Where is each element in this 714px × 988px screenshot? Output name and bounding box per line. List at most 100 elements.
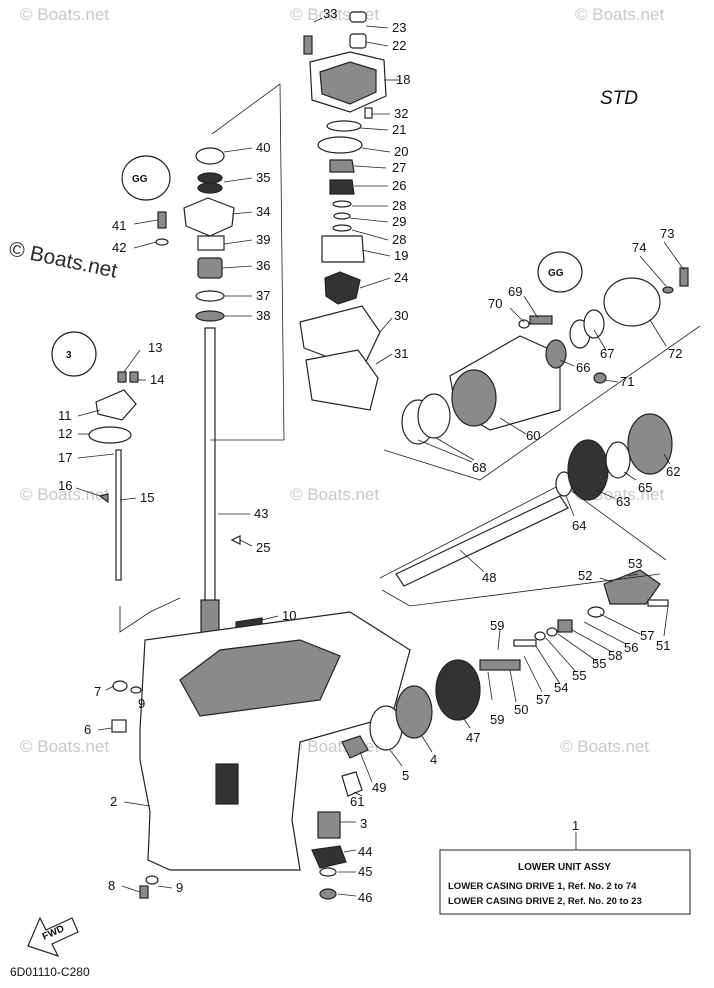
part-gasket — [145, 875, 159, 885]
part-bolt — [529, 315, 553, 325]
leader-line — [379, 317, 393, 333]
leader-line — [545, 637, 577, 673]
callout-label: 31 — [394, 346, 408, 361]
leader-line — [523, 655, 543, 693]
callout-label: 67 — [600, 346, 614, 361]
callout-label: 66 — [576, 360, 590, 375]
leader-line — [499, 417, 527, 435]
callout-label: 49 — [372, 780, 386, 795]
callout-label: 28 — [392, 232, 406, 247]
part-key — [230, 535, 241, 545]
part-anode — [215, 763, 239, 805]
part-shift-plunger — [513, 639, 537, 647]
lower-casing — [111, 611, 411, 899]
callout-label: 14 — [150, 372, 164, 387]
leader-line — [223, 239, 253, 245]
grease-symbol-circle — [121, 155, 171, 201]
part-washer — [319, 867, 337, 877]
leader-line — [239, 539, 253, 547]
leader-line — [559, 359, 575, 367]
part-propeller-shaft — [395, 495, 569, 587]
leader-line — [523, 295, 539, 319]
leader-line — [157, 885, 173, 889]
part-bearing — [197, 257, 223, 279]
grease-mark: GG — [132, 174, 148, 185]
callout-label: 46 — [358, 890, 372, 905]
part-oil-seal-housing — [195, 147, 225, 165]
clutch-group — [479, 569, 669, 671]
callout-label: 59 — [490, 712, 504, 727]
callout-label: 24 — [394, 270, 408, 285]
callout-label: 47 — [466, 730, 480, 745]
leader-line — [461, 715, 471, 729]
part-washer — [332, 224, 352, 232]
leader-line — [231, 211, 253, 215]
part-washer — [518, 319, 530, 329]
leader-line — [359, 127, 389, 131]
part-pump-housing-inner — [319, 61, 377, 105]
leader-line — [623, 471, 637, 481]
leader-line — [223, 177, 253, 183]
callout-label: 68 — [472, 460, 486, 475]
sealant-mark: 3 — [66, 350, 72, 361]
part-washer — [333, 212, 351, 220]
part-drive-shaft — [204, 327, 216, 629]
callout-label: 18 — [396, 72, 410, 87]
callout-label: 39 — [256, 232, 270, 247]
leader-line — [595, 489, 615, 499]
leader-line — [105, 685, 115, 691]
watermark: © Boats.net — [20, 737, 109, 756]
part-pin — [364, 107, 373, 119]
part-sleeve — [197, 235, 225, 251]
callout-label: 43 — [254, 506, 268, 521]
part-ball-bearing — [627, 413, 673, 475]
part-washer — [662, 286, 674, 294]
callout-label: 71 — [620, 374, 634, 389]
part-taper-roller-bearing — [395, 685, 433, 739]
part-clip — [98, 493, 109, 504]
callout-label: 4 — [430, 752, 437, 767]
leader-line — [389, 749, 403, 767]
part-plug — [112, 680, 128, 692]
callout-label: 73 — [660, 226, 674, 241]
part-needle-bearing — [317, 811, 341, 839]
leader-line — [121, 885, 141, 893]
part-drain-plug — [111, 719, 127, 733]
callout-label: 29 — [392, 214, 406, 229]
callout-label: 13 — [148, 340, 162, 355]
leader-line — [627, 573, 639, 577]
callout-label: 72 — [668, 346, 682, 361]
leader-line — [435, 437, 475, 461]
part-lower-casing-top — [179, 639, 341, 717]
callout-label: 65 — [638, 480, 652, 495]
fwd-arrow-shape — [27, 916, 79, 958]
leader-line — [417, 439, 473, 463]
leader-line — [123, 801, 151, 807]
leader-line — [123, 349, 141, 373]
part-plug — [593, 372, 607, 384]
leader-line — [535, 645, 561, 685]
callout-label: 17 — [58, 450, 72, 465]
callout-label: 5 — [402, 768, 409, 783]
callout-label: 23 — [392, 20, 406, 35]
leader-line — [351, 229, 389, 241]
watermark-large: © Boats.net — [7, 237, 120, 282]
info-box: 1 LOWER UNIT ASSY LOWER CASING DRIVE 1, … — [439, 818, 691, 915]
part-shim — [195, 290, 225, 302]
callout-label: 2 — [110, 794, 117, 809]
callout-label: 10 — [282, 608, 296, 623]
part-oil-seal — [197, 172, 223, 184]
callout-label: 55 — [592, 656, 606, 671]
part-needle-bearing — [545, 339, 567, 369]
part-forward-gear — [435, 659, 481, 721]
callout-label: 50 — [514, 702, 528, 717]
leader-line — [663, 241, 685, 271]
callout-label: 32 — [394, 106, 408, 121]
part-housing-flange — [451, 369, 497, 427]
callout-label: 6 — [84, 722, 91, 737]
info-box-line: LOWER CASING DRIVE 2, Ref. No. 20 to 23 — [448, 896, 642, 907]
leader-line — [359, 277, 391, 289]
leader-line — [77, 453, 115, 459]
callout-label: 25 — [256, 540, 270, 555]
water-pump-group — [299, 11, 387, 411]
